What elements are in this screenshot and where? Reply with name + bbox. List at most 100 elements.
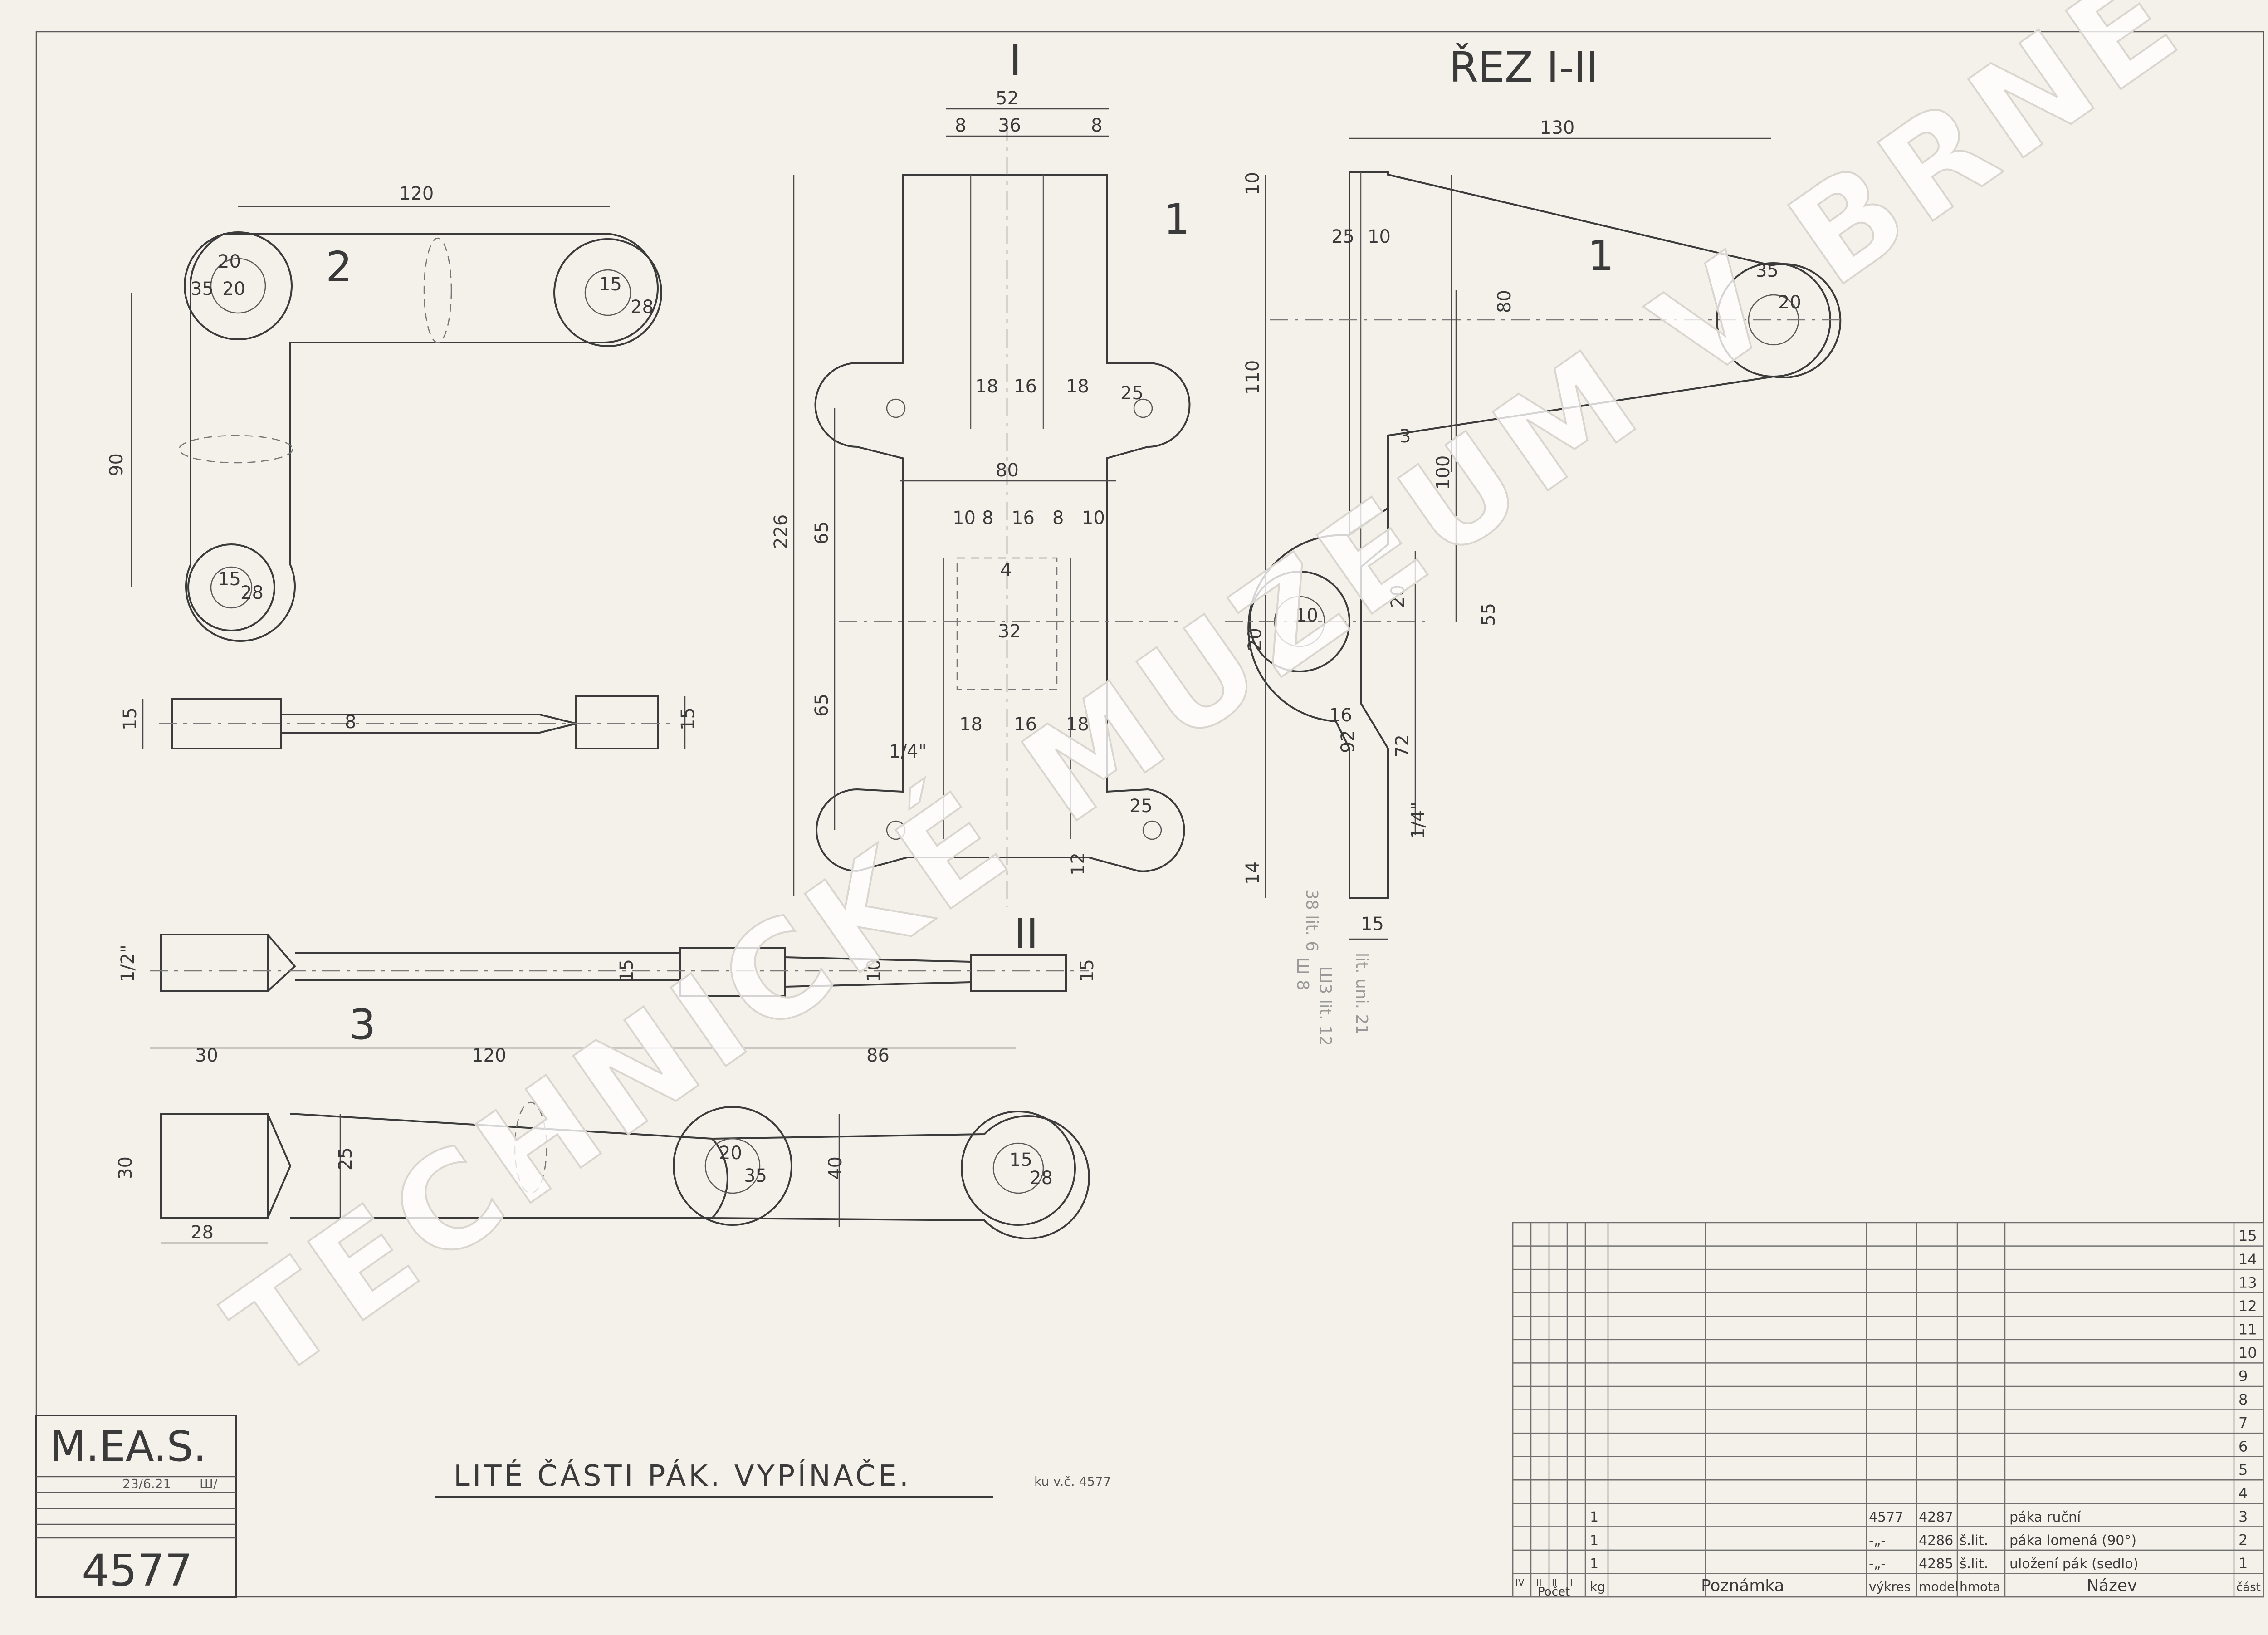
dim-3-h15a: 15	[616, 959, 637, 982]
stamp-date: 23/6.21	[122, 1476, 171, 1491]
watermark-text: TECHNICKÉ MUZEUM V BRNĚ	[201, 0, 2210, 1410]
table-row-number: 10	[2239, 1344, 2257, 1361]
dim-2-d15b: 15	[218, 569, 241, 590]
dim-1-r18d: 18	[1066, 714, 1089, 735]
dim-s-h80: 80	[1494, 290, 1515, 313]
dim-3-h15b: 15	[1077, 959, 1098, 982]
dim-1-w52: 52	[996, 88, 1019, 109]
dim-3-h40: 40	[825, 1156, 846, 1180]
dim-2-d20: 20	[222, 279, 245, 299]
dim-s-h92: 92	[1338, 730, 1359, 753]
table-cell-count: 1	[1590, 1556, 1598, 1572]
dim-s-g14: 1/4"	[1408, 802, 1429, 839]
dim-1-d25b: 25	[1129, 796, 1153, 817]
dim-1-r18b: 18	[1066, 376, 1089, 397]
table-cell-model: 4287	[1919, 1509, 1953, 1525]
dim-3-d28: 28	[1030, 1168, 1053, 1189]
dim-s-r20: 20	[1245, 628, 1266, 651]
dim-3-h25: 25	[335, 1147, 356, 1170]
part-2-side-view: 15 8 15	[120, 695, 699, 749]
part-1-number-front: 1	[1163, 195, 1190, 244]
table-cell-material: š.lit.	[1960, 1533, 1988, 1549]
dim-s-d35: 35	[1755, 260, 1779, 281]
stamp-number: 4577	[82, 1545, 192, 1596]
pencil-note-2: Ш 8	[1293, 957, 1312, 990]
table-header-count: Počet	[1538, 1585, 1570, 1599]
dim-s-h20: 20	[1388, 585, 1408, 608]
part-2-number: 2	[326, 243, 352, 291]
table-cell-model: 4285	[1919, 1556, 1953, 1572]
title-ref: ku v.č. 4577	[1034, 1474, 1111, 1489]
part-1-section-view: ŘEZ I-II 130 10 25 10 80 110 35 20 100 2…	[1225, 43, 1842, 940]
dim-2-d28a: 28	[631, 297, 654, 318]
table-row-number: 5	[2239, 1461, 2248, 1478]
dim-s-w15: 15	[1361, 914, 1384, 935]
dim-2-r35: 35	[191, 279, 214, 299]
dim-1-g14: 1/4"	[889, 741, 927, 762]
table-row-number: 15	[2239, 1227, 2257, 1244]
table-row-number: 8	[2239, 1391, 2248, 1408]
dim-1-w80: 80	[996, 460, 1019, 481]
dim-3-d20: 20	[719, 1143, 742, 1164]
dim-s-d3: 3	[1399, 426, 1411, 447]
dim-1-r10b: 10	[1082, 508, 1105, 529]
dim-1-d4: 4	[1000, 560, 1012, 581]
table-row-number: 6	[2239, 1438, 2248, 1455]
table-row-number: 14	[2239, 1251, 2257, 1268]
dim-s-w10: 10	[1368, 226, 1391, 247]
dim-3-g12: 1/2"	[117, 945, 138, 982]
dim-s-d20: 20	[1778, 292, 1801, 313]
dim-3-w30: 30	[195, 1045, 218, 1066]
dim-2-d15: 15	[599, 274, 622, 295]
table-header-note: Poznámka	[1701, 1576, 1784, 1595]
dim-1-r10a: 10	[953, 508, 976, 529]
stamp-box: M.EA.S. 23/6.21 Ш/ 4577	[35, 1415, 237, 1598]
dim-1-r16a: 16	[1014, 376, 1037, 397]
dim-1-d25a: 25	[1120, 383, 1144, 404]
part-1-number-section: 1	[1588, 231, 1614, 280]
table-cell-drawing: -„-	[1869, 1556, 1886, 1572]
dim-s-h10: 10	[1242, 172, 1263, 195]
dim-2-height: 90	[106, 453, 127, 476]
sheet-border	[35, 31, 2264, 1598]
dim-1-r16b: 16	[1012, 508, 1035, 529]
table-header-roman: I	[1570, 1577, 1573, 1588]
part-1-front-view: I 52 8 36 8 226 65 65 18 16 18 25 80 10 …	[771, 36, 1191, 958]
watermark: TECHNICKÉ MUZEUM V BRNĚ	[200, 0, 2211, 1410]
dim-1-w36: 36	[998, 115, 1021, 136]
dim-1-r16c: 16	[1014, 714, 1037, 735]
pencil-note-3: Ш3 lit. 12	[1316, 966, 1334, 1046]
stamp-initials: Ш/	[200, 1476, 218, 1491]
table-header-material: hmota	[1960, 1579, 2000, 1594]
table-header-roman: IV	[1515, 1577, 1525, 1588]
table-row-number: 2	[2239, 1532, 2248, 1549]
table-header-drawing: výkres	[1869, 1579, 1911, 1594]
table-header-roman: III	[1534, 1577, 1542, 1588]
dim-s-w130: 130	[1540, 117, 1574, 138]
dim-1-r8a: 8	[982, 508, 993, 529]
table-cell-count: 1	[1590, 1509, 1598, 1525]
table-row-number: 13	[2239, 1274, 2257, 1291]
dim-3-w86: 86	[866, 1045, 890, 1066]
table-row-number: 11	[2239, 1321, 2257, 1338]
pencil-note-1: 38 lit. 6	[1302, 889, 1321, 951]
dim-2-side8: 8	[345, 712, 356, 733]
dim-s-h110: 110	[1242, 360, 1263, 395]
dim-s-h100: 100	[1433, 455, 1454, 490]
dim-1-r18a: 18	[975, 376, 998, 397]
stamp-company: M.EA.S.	[50, 1422, 206, 1471]
table-cell-name: páka ruční	[2009, 1509, 2082, 1525]
part-3-number: 3	[349, 1000, 376, 1049]
dim-1-h65b: 65	[811, 694, 832, 717]
dim-2-side15a: 15	[120, 707, 141, 730]
dim-1-r8b: 8	[1052, 508, 1064, 529]
table-cell-drawing: -„-	[1869, 1533, 1886, 1549]
dim-1-w32: 32	[998, 621, 1021, 642]
table-cell-count: 1	[1590, 1533, 1598, 1549]
section-title: ŘEZ I-II	[1449, 43, 1598, 92]
dim-3-h30: 30	[115, 1156, 136, 1180]
section-mark-bottom: II	[1014, 910, 1038, 958]
table-row-number: 3	[2239, 1508, 2248, 1525]
part-3-top-view: 30 28 25 40 20 35 15 28	[115, 1101, 1090, 1244]
